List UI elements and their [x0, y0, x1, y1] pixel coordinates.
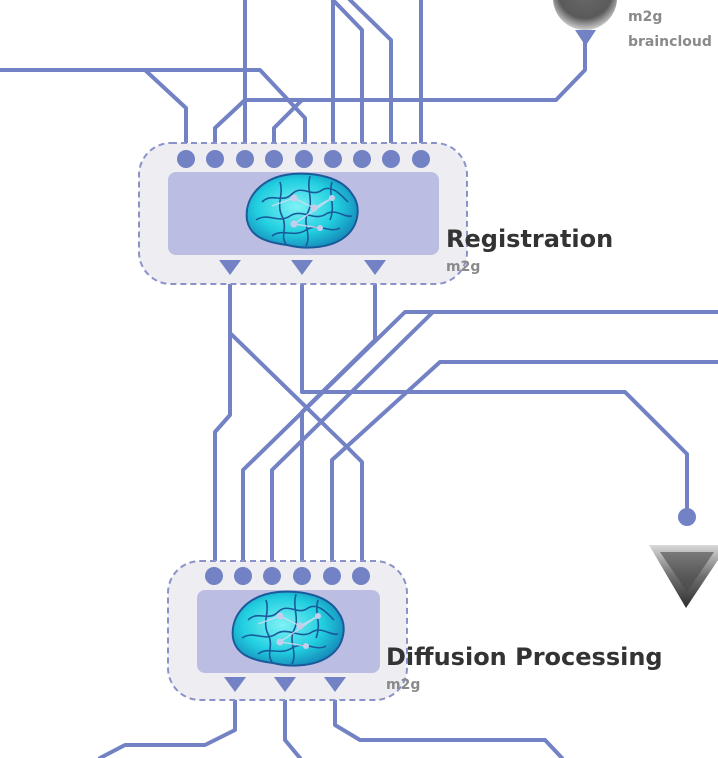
registration-input-port[interactable] [412, 150, 430, 168]
registration-brain-icon [245, 172, 359, 249]
wire-diff-in-2 [270, 310, 718, 576]
diffusion-output-port[interactable] [274, 677, 296, 692]
diffusion-title: Diffusion Processing [386, 643, 663, 671]
wire-reg-in-1 [0, 68, 188, 160]
registration-node[interactable]: Registration m2g [138, 142, 613, 285]
registration-input-port[interactable] [236, 150, 254, 168]
diffusion-input-port[interactable] [323, 567, 341, 585]
diffusion-input-port[interactable] [234, 567, 252, 585]
registration-subtitle: m2g [446, 259, 480, 275]
wire-reg-out-1 [213, 266, 232, 576]
wire-reg-in-4 [143, 68, 307, 160]
registration-input-port[interactable] [265, 150, 283, 168]
wire-diff-out-1 [98, 682, 237, 758]
registration-output-port[interactable] [219, 260, 241, 275]
wire-reg-in-8 [348, 0, 393, 160]
wire-reg-in-7 [331, 0, 364, 160]
braincloud-sphere-icon [553, 0, 617, 30]
diffusion-output-port[interactable] [324, 677, 346, 692]
braincloud-title: braincloud [628, 34, 712, 50]
registration-input-port[interactable] [177, 150, 195, 168]
registration-output-ports [219, 260, 386, 275]
registration-output-port[interactable] [291, 260, 313, 275]
registration-output-port[interactable] [364, 260, 386, 275]
wire-reg-out-3 [300, 266, 377, 576]
diffusion-input-port[interactable] [205, 567, 223, 585]
diffusion-subtitle: m2g [386, 677, 420, 693]
registration-input-port[interactable] [295, 150, 313, 168]
output-marker[interactable] [649, 508, 718, 608]
registration-title: Registration [446, 225, 613, 253]
registration-input-port[interactable] [353, 150, 371, 168]
wire-diff-out-3 [333, 682, 564, 758]
diffusion-input-port[interactable] [352, 567, 370, 585]
braincloud-node[interactable]: m2g braincloud [553, 0, 712, 50]
braincloud-output-port[interactable] [575, 30, 596, 46]
wire-reg-in-2 [213, 34, 587, 160]
wire-diff-in-3 [330, 360, 718, 576]
diffusion-brain-icon [231, 590, 345, 667]
registration-input-port[interactable] [382, 150, 400, 168]
diffusion-output-port[interactable] [224, 677, 246, 692]
wire-reg-out-2 [300, 266, 689, 518]
diffusion-input-ports [205, 567, 370, 585]
diffusion-input-port[interactable] [293, 567, 311, 585]
output-marker-port[interactable] [678, 508, 696, 526]
wire-diff-in-1 [241, 310, 718, 576]
registration-input-ports [177, 150, 430, 168]
diffusion-input-port[interactable] [263, 567, 281, 585]
wire-reg-out-1b [228, 331, 364, 576]
registration-input-port[interactable] [324, 150, 342, 168]
wire-diff-out-2 [283, 682, 302, 758]
registration-input-port[interactable] [206, 150, 224, 168]
braincloud-subtitle: m2g [628, 9, 662, 25]
diffusion-node[interactable]: Diffusion Processing m2g [167, 560, 663, 701]
diffusion-output-ports [224, 677, 346, 692]
